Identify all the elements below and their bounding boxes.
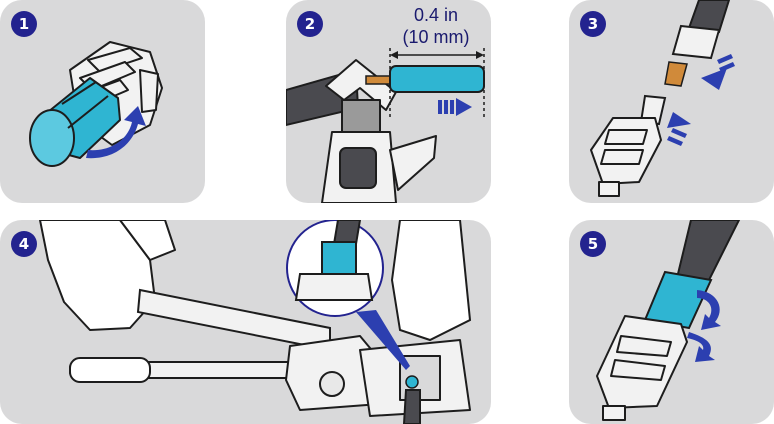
- step-5-panel: 5: [569, 220, 774, 424]
- step-2-panel: 2 0.4 in (10 mm): [286, 0, 491, 203]
- crimp-point: [406, 376, 418, 388]
- tool-lower-handle: [70, 358, 300, 382]
- cable: [677, 220, 739, 284]
- tool-head: [286, 336, 470, 416]
- step-5-badge: 5: [580, 231, 606, 257]
- step-4-badge: 4: [11, 231, 37, 257]
- step-4-panel: 4: [0, 220, 491, 424]
- nut: [673, 26, 719, 58]
- step-2-badge: 2: [297, 11, 323, 37]
- strip-length-imperial: 0.4 in: [386, 4, 486, 26]
- step-3-panel: 3: [569, 0, 774, 203]
- connector-body: [597, 316, 687, 420]
- push-down-arrow-icon: [701, 54, 735, 90]
- connector-body: [591, 118, 661, 196]
- strip-length-metric: (10 mm): [386, 26, 486, 48]
- cable: [404, 390, 420, 424]
- strip-length-label: 0.4 in (10 mm): [386, 4, 486, 48]
- right-hand: [392, 220, 470, 340]
- step-4-illustration: [0, 220, 491, 424]
- push-up-arrow-icon: [667, 112, 691, 146]
- step-3-badge: 3: [580, 11, 606, 37]
- cyan-insulation: [390, 66, 484, 92]
- copper-strands: [366, 76, 392, 84]
- step-1-badge: 1: [11, 11, 37, 37]
- pull-arrow-icon: [438, 98, 472, 116]
- copper-strands: [665, 62, 687, 86]
- step-1-panel: 1: [0, 0, 205, 203]
